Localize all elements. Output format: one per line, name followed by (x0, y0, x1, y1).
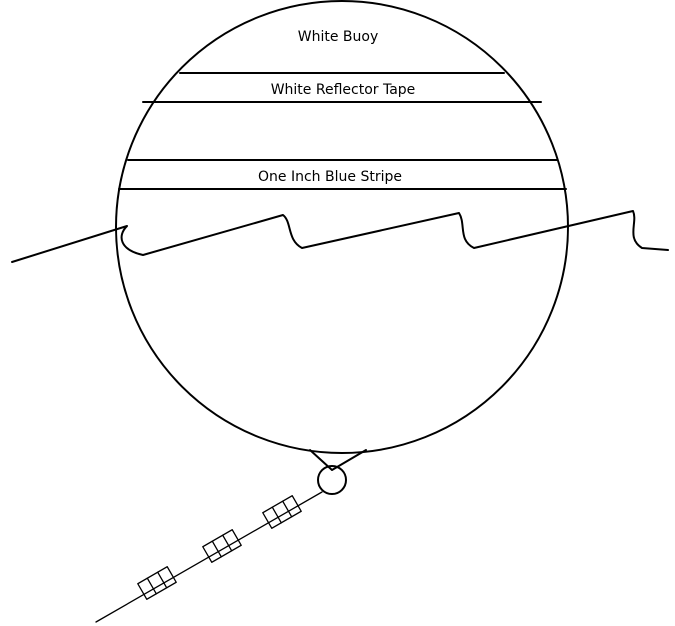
reflector-tape-label: White Reflector Tape (271, 82, 416, 98)
water-wave-line (12, 211, 668, 262)
buoy-body (116, 1, 568, 453)
blue-stripe-label: One Inch Blue Stripe (258, 169, 402, 185)
line-float-2 (203, 530, 241, 563)
line-float-1 (263, 496, 301, 529)
line-float-3 (138, 567, 176, 600)
buoy-label: White Buoy (298, 29, 379, 45)
